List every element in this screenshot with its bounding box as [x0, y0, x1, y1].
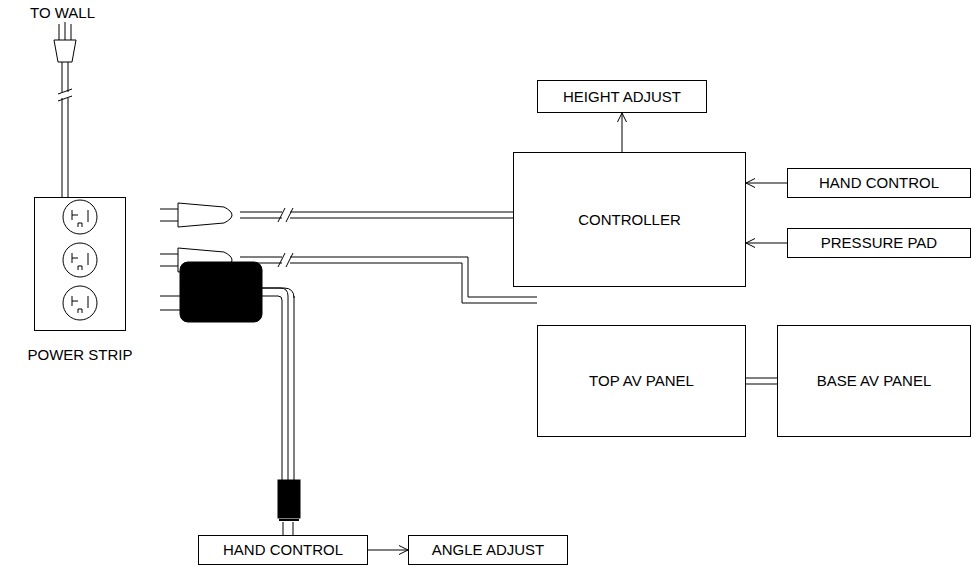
plug-prong [59, 24, 60, 40]
connector-line [746, 384, 777, 385]
plug-prong [160, 209, 178, 210]
adapter-cord [262, 288, 294, 298]
node-label: TOP AV PANEL [589, 372, 694, 390]
arrow-connector [622, 113, 623, 152]
input-box: HAND CONTROL [787, 168, 971, 198]
adapter-cord [294, 296, 295, 480]
cord-break [278, 253, 285, 267]
input-box: PRESSURE PAD [787, 228, 971, 258]
outlet [63, 243, 97, 277]
plug-prong [160, 221, 178, 222]
arrow-connector [368, 550, 408, 551]
connector-line [746, 183, 787, 184]
power-cord [240, 218, 513, 219]
connector-line [746, 243, 787, 244]
plug-prong [160, 266, 178, 267]
connector-line [622, 113, 623, 152]
ferrite-bead [278, 480, 300, 518]
outlet [63, 286, 97, 320]
cord-break [278, 208, 285, 222]
outlet [63, 200, 97, 234]
adapter-cord [293, 522, 294, 535]
connector-line [746, 378, 777, 379]
plug [178, 203, 232, 227]
power-strip: POWER STRIP [34, 197, 126, 331]
panel-box: TOP AV PANEL [537, 325, 746, 437]
cord-break [58, 96, 72, 101]
barrel-connector [279, 519, 299, 521]
adapter-cord [262, 296, 282, 480]
adapter-cord [262, 288, 288, 480]
arrow-connector [746, 183, 787, 184]
connector-line [368, 550, 408, 551]
power-adapter [180, 262, 262, 322]
power-cord [62, 62, 63, 197]
cord-break [58, 89, 72, 94]
node-label: CONTROLLER [578, 211, 681, 229]
power-cord [68, 62, 69, 197]
cord-break [286, 253, 293, 267]
node-label: PRESSURE PAD [821, 234, 937, 252]
cord-label: TO WALL [30, 4, 95, 22]
output-box: HEIGHT ADJUST [537, 80, 707, 113]
cord-break [282, 253, 290, 267]
node-label: HAND CONTROL [223, 541, 343, 559]
plug-prong [160, 310, 180, 311]
plug-prong [160, 254, 178, 255]
cord-break [286, 208, 293, 222]
plug-prong [71, 24, 72, 40]
power-cord [240, 263, 537, 303]
plug-prong [65, 22, 66, 40]
node-label: HEIGHT ADJUST [563, 88, 681, 106]
cable-link [746, 378, 777, 384]
cord-break [282, 208, 290, 222]
node-caption: POWER STRIP [27, 346, 132, 364]
node-label: BASE AV PANEL [817, 372, 932, 390]
plug-prong [160, 296, 180, 297]
power-cord [240, 212, 513, 213]
adapter-cord [283, 522, 284, 535]
node-label: HAND CONTROL [819, 174, 939, 192]
node-label: ANGLE ADJUST [432, 541, 545, 559]
output-box: ANGLE ADJUST [408, 535, 568, 565]
arrow-connector [746, 243, 787, 244]
panel-box: BASE AV PANEL [777, 325, 971, 437]
controller-box: CONTROLLER [513, 152, 746, 287]
wall-plug [54, 40, 76, 62]
input-box: HAND CONTROL [198, 535, 368, 565]
